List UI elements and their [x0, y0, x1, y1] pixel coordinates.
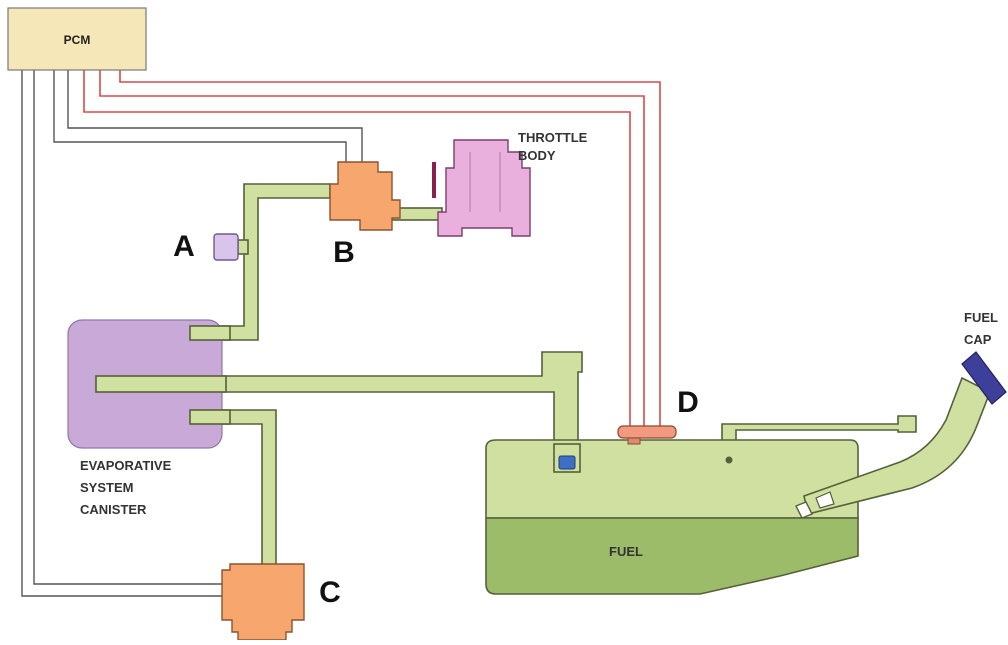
throttle-body-label-line2: BODY	[518, 148, 556, 163]
pressure-sensor-d	[617, 425, 677, 445]
callout-b: B	[333, 236, 355, 269]
throttle-body	[432, 139, 531, 237]
tank-vent-fitting	[725, 456, 733, 464]
purge-valve-b	[329, 161, 401, 231]
pcm-box	[7, 7, 147, 71]
hose-tank-to-filler	[721, 415, 917, 445]
canister-label-line2: SYSTEM	[80, 480, 133, 495]
canister-port-middle	[95, 375, 227, 393]
callout-a: A	[173, 230, 195, 263]
fuel-cap-label-line2: CAP	[964, 332, 992, 347]
fuel-label: FUEL	[609, 544, 643, 559]
canister-label-line3: CANISTER	[80, 502, 147, 517]
canister-port-upper	[189, 325, 231, 341]
callout-c: C	[319, 576, 341, 609]
rollover-valve	[558, 455, 576, 470]
pcm-label: PCM	[64, 33, 91, 47]
throttle-body-label-line1: THROTTLE	[518, 130, 588, 145]
fuel-cap	[961, 351, 1007, 405]
vent-valve-c	[221, 563, 305, 641]
component-a-box	[213, 233, 239, 261]
callout-d: D	[677, 386, 699, 419]
pcm-wiring-gray	[21, 70, 363, 597]
tank-fuel-level	[485, 517, 859, 595]
hose-canister-to-purge-valve	[189, 183, 331, 341]
pcm-wiring-red	[83, 70, 661, 428]
pcm-module: PCM	[7, 7, 147, 71]
canister-label-line1: EVAPORATIVE	[80, 458, 172, 473]
hose-tee-to-a	[237, 239, 249, 255]
fuel-cap-label-line1: FUEL	[964, 310, 998, 325]
filler-neck	[795, 376, 992, 519]
canister-port-lower	[189, 409, 231, 425]
